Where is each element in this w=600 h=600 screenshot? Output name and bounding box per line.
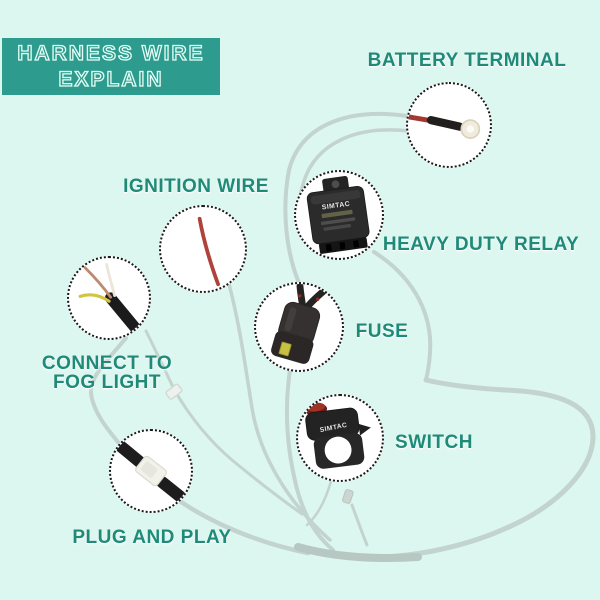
wire-harness-bundle <box>294 543 422 562</box>
cable-in <box>111 436 149 471</box>
fuse-body-group <box>271 284 328 364</box>
junction-connector-icon <box>342 489 354 504</box>
brown-wire <box>83 266 112 299</box>
fuse-holder-ridge <box>284 307 297 332</box>
title-badge: HARNESS WIRE EXPLAIN <box>2 38 220 95</box>
wire-battery-to-fuse <box>283 111 409 285</box>
switch-photo-icon: SIMTAC <box>305 402 371 469</box>
battery-terminal-callout <box>406 82 492 168</box>
plug-and-play-callout <box>109 429 193 513</box>
wire-relay-drop <box>372 250 433 382</box>
ring-terminal-hole <box>466 125 475 133</box>
fuse-photo-icon <box>271 284 328 364</box>
heavy-duty-relay-label: HEAVY DUTY RELAY <box>382 234 580 255</box>
switch-callout: SIMTAC <box>296 394 384 482</box>
fog-light-connector-callout <box>67 256 151 340</box>
switch-clamp-hole <box>324 436 352 464</box>
fog-label-line-2: FOG LIGHT <box>53 372 161 393</box>
switch-label: SWITCH <box>395 432 473 453</box>
fuse-callout <box>254 282 344 372</box>
wire-output-lead <box>144 329 304 516</box>
ignition-wire-label: IGNITION WIRE <box>123 176 269 197</box>
relay-mounting-hole <box>331 180 340 189</box>
wire-switch-tail <box>305 479 333 527</box>
relay-pin <box>339 242 346 250</box>
connect-to-fog-light-label: CONNECT TO FOG LIGHT <box>42 354 172 392</box>
relay-photo-icon: SIMTAC <box>306 175 370 254</box>
wire-fuse-drop <box>284 368 335 552</box>
relay-pin <box>325 243 332 252</box>
plug-and-play-label: PLUG AND PLAY <box>72 527 232 548</box>
relay-brand-text: SIMTAC <box>321 201 350 212</box>
title-line-1: HARNESS WIRE <box>17 41 205 65</box>
battery-terminal-photo-icon <box>408 114 481 139</box>
wire-ignition-tail <box>227 282 332 542</box>
ignition-wire-callout <box>159 205 247 293</box>
heat-shrink <box>426 115 464 131</box>
ignition-wire-photo-icon <box>197 216 221 287</box>
relay-body-group: SIMTAC <box>306 175 370 254</box>
fuse-holder-base <box>271 331 314 364</box>
relay-sticker-line <box>321 209 353 219</box>
connector-group <box>135 455 167 487</box>
wire-foglight-to-plug <box>89 336 128 449</box>
red-ignition-wire <box>197 216 221 287</box>
title-line-2: EXPLAIN <box>58 67 164 91</box>
fuse-red-mark <box>315 297 320 301</box>
relay-pin <box>353 240 360 248</box>
switch-body-group: SIMTAC <box>305 402 371 469</box>
fuse-red-mark <box>298 294 302 298</box>
wire-main-loop <box>347 377 596 560</box>
relay-sticker-line <box>323 223 352 231</box>
plug-connector-photo-icon <box>111 436 191 508</box>
blade-fuse <box>278 341 292 357</box>
yellow-wire <box>78 293 111 303</box>
cable-out <box>156 476 191 508</box>
battery-terminal-label: BATTERY TERMINAL <box>367 50 567 71</box>
cable-sheath <box>105 292 147 338</box>
wire-connector-stub <box>350 503 369 547</box>
switch-lever <box>358 423 371 436</box>
white-connector-latch <box>140 461 158 478</box>
inline-connector-icon <box>165 383 183 400</box>
heavy-duty-relay-callout: SIMTAC <box>294 170 384 260</box>
fuse-label: FUSE <box>355 321 409 342</box>
fog-light-wires-photo-icon <box>78 263 147 338</box>
relay-top-sheen <box>310 189 361 205</box>
relay-sticker-line <box>320 217 356 226</box>
white-wire <box>105 263 116 297</box>
fog-label-line-1: CONNECT TO <box>41 353 173 374</box>
